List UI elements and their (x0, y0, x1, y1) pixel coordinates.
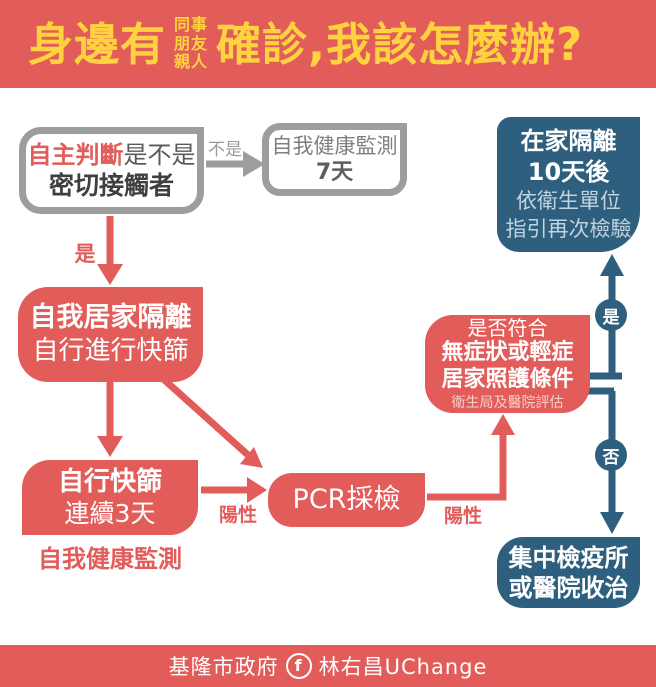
arrow-homeiso-pcr (157, 373, 263, 468)
box-central-quarantine-line1: 集中檢疫所 (508, 543, 629, 572)
box-home-isolation-line2: 自行進行快篩 (32, 336, 189, 367)
box-self-judge-line1: 自主判斷是不是 (28, 140, 196, 170)
arrow-yes-down (97, 216, 123, 285)
label-positive-pcr: 陽性 (443, 505, 482, 527)
box-homecare-criteria-line3: 居家照護條件 (441, 366, 574, 392)
box-home-quarantine-line3: 依衛生單位 (516, 189, 621, 214)
footer-org: 基隆市政府 (168, 655, 279, 679)
header-stacked-words: 同事 朋友 親人 (174, 15, 209, 72)
node-no-circle: 否 (595, 439, 627, 471)
header-title-right: 確診,我該怎麼辦? (216, 17, 584, 71)
box-health-monitor-7d: 自我健康監測 7天 (262, 123, 407, 196)
box-self-judge-highlight: 自主判斷 (27, 140, 124, 169)
box-self-judge: 自主判斷是不是 密切接觸者 (19, 127, 204, 214)
label-yes: 是 (74, 242, 96, 266)
box-rapid-test-line2: 連續3天 (64, 499, 156, 529)
stacked-word-coworker: 同事 (174, 15, 209, 35)
footer-account: 林右昌UChange (318, 655, 488, 679)
box-pcr-test-label: PCR採檢 (292, 484, 401, 516)
label-not: 不是 (208, 140, 242, 160)
box-home-isolation: 自我居家隔離 自行進行快篩 (18, 287, 203, 382)
arrow-rapid-pcr (201, 477, 267, 503)
node-yes-circle: 是 (595, 299, 627, 331)
arrow-pcr-criteria (427, 414, 515, 501)
label-self-health-monitor: 自我健康監測 (38, 545, 182, 573)
stacked-word-family: 親人 (174, 52, 209, 72)
footer-bar: 基隆市政府 f 林右昌UChange (0, 645, 656, 687)
box-home-isolation-line1: 自我居家隔離 (29, 302, 192, 334)
arrow-not (206, 151, 265, 177)
box-homecare-criteria-line2: 無症狀或輕症 (441, 340, 574, 366)
box-home-quarantine-10d: 在家隔離 10天後 依衛生單位 指引再次檢驗 (497, 117, 640, 252)
arrow-homeiso-rapid (97, 382, 123, 457)
box-rapid-test-line1: 自行快篩 (57, 466, 162, 497)
box-homecare-criteria: 是否符合 無症狀或輕症 居家照護條件 衛生局及醫院評估 (425, 315, 590, 413)
box-home-quarantine-line2: 10天後 (527, 158, 610, 187)
box-central-quarantine: 集中檢疫所 或醫院收治 (497, 537, 640, 608)
header-title-left: 身邊有 (28, 17, 167, 71)
box-health-monitor-line1: 自我健康監測 (271, 133, 398, 158)
facebook-icon: f (285, 653, 312, 679)
header-banner: 身邊有 同事 朋友 親人 確診,我該怎麼辦? (0, 0, 656, 88)
box-home-quarantine-line1: 在家隔離 (520, 127, 617, 156)
box-homecare-criteria-note: 衛生局及醫院評估 (451, 394, 564, 411)
box-rapid-test: 自行快篩 連續3天 (22, 460, 198, 535)
box-homecare-criteria-line1: 是否符合 (467, 316, 548, 341)
label-positive-rapid: 陽性 (218, 504, 257, 526)
box-self-judge-rest: 是不是 (123, 140, 196, 169)
box-pcr-test: PCR採檢 (268, 473, 425, 527)
box-home-quarantine-line4: 指引再次檢驗 (505, 216, 632, 241)
box-central-quarantine-line2: 或醫院收治 (508, 573, 629, 602)
box-self-judge-line2: 密切接觸者 (48, 170, 174, 200)
box-health-monitor-line2: 7天 (315, 159, 354, 185)
stacked-word-friend: 朋友 (174, 33, 209, 53)
